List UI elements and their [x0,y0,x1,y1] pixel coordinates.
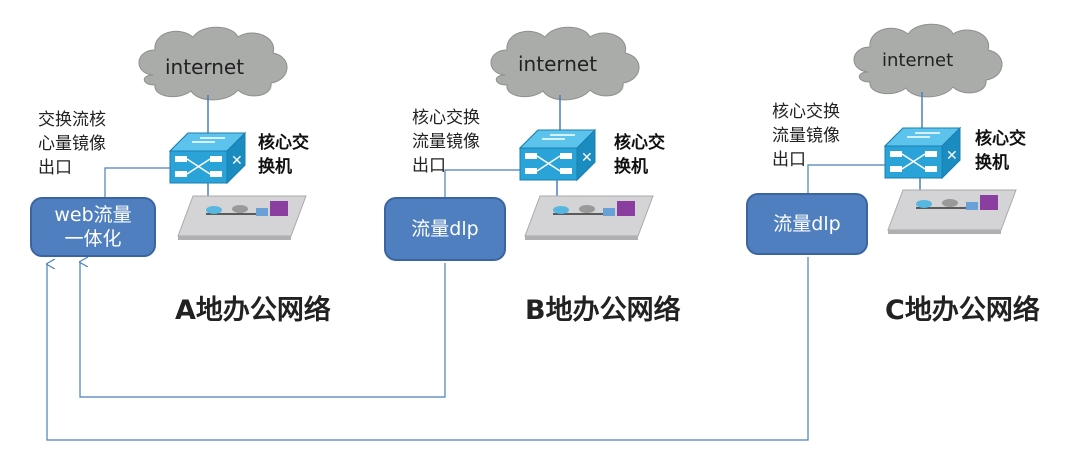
mirror-label-b: 核心交换流量镜像出口 [412,108,480,176]
b-to-a-link [80,262,446,398]
switch-icon [884,127,961,179]
lan-platform-icon [524,195,654,241]
site-title-a: A地办公网络 [175,295,331,326]
c-to-a-link [47,257,809,441]
site-title-c: C地办公网络 [885,295,1040,326]
device-box-b: 流量dlp [384,197,506,261]
mirror-label-a: 交换流核心量镜像出口 [38,110,106,178]
device-box-c: 流量dlp [746,193,868,255]
switch-label-b: 核心交换机 [614,133,665,177]
site-title-b: B地办公网络 [525,295,681,326]
lan-platform-icon [177,195,307,241]
internet-label-c: internet [882,50,954,71]
mirror-label-c: 核心交换流量镜像出口 [772,102,840,170]
switch-icon [519,129,596,181]
switch-label-a: 核心交换机 [258,133,309,177]
switch-label-c: 核心交换机 [975,129,1026,173]
internet-label-b: internet [518,52,598,76]
internet-label-a: internet [165,55,245,79]
switch-icon [169,132,246,184]
lan-platform-icon [887,189,1017,235]
device-box-a: web流量一体化 [30,197,156,257]
